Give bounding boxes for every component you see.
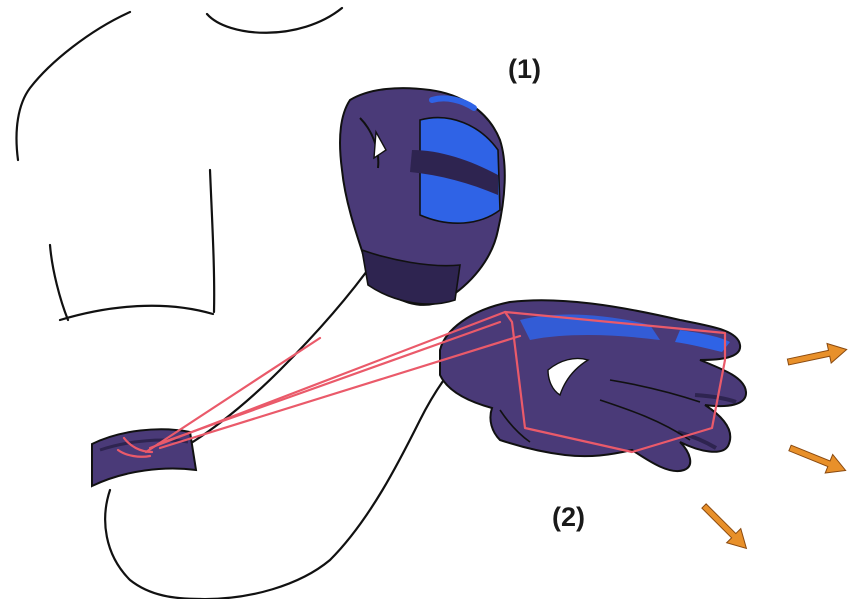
motion-arrow-icon [697, 499, 754, 556]
label-glove-2: (2) [552, 502, 585, 533]
motion-arrow-icon [786, 439, 849, 480]
glove-open-hand-icon [440, 300, 746, 471]
label-glove-1: (1) [508, 54, 541, 85]
motion-arrow-icon [786, 340, 849, 372]
